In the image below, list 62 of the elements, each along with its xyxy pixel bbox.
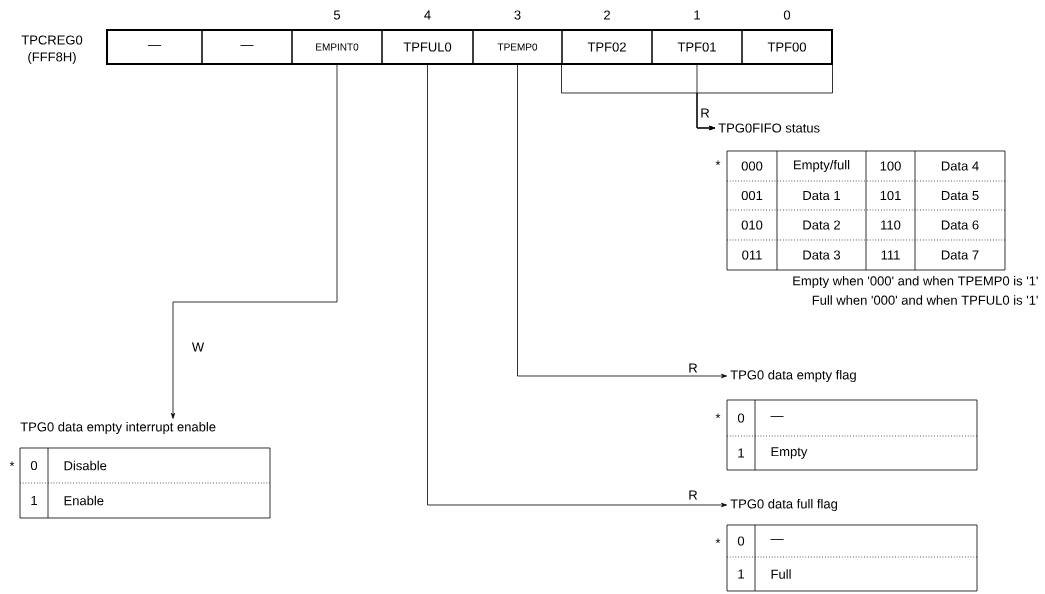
register-name: TPCREG0	[21, 35, 83, 45]
table-cell: Enable	[64, 495, 104, 506]
table-cell: 000	[741, 161, 763, 171]
table-cell: 011	[742, 250, 762, 260]
arrow	[427, 64, 728, 508]
default-mark: *	[715, 160, 721, 166]
register-cell: EMPINT0	[291, 29, 383, 65]
bit-number: 1	[694, 10, 700, 20]
arrow	[170, 64, 338, 419]
node-label: —	[148, 45, 162, 46]
register-cell: TPF02	[561, 29, 653, 65]
table-cell: Data 1	[803, 190, 840, 201]
table-cell: Empty	[771, 447, 808, 459]
table-cell: 1	[738, 448, 744, 458]
register-cell: TPF00	[741, 29, 833, 65]
table-heading: TPG0FIFO status	[718, 123, 820, 133]
default-mark: *	[715, 538, 721, 544]
default-mark: *	[9, 461, 15, 467]
table-cell: 1	[31, 496, 37, 505]
edge-label: R	[687, 362, 699, 374]
note-text: Full when '000' and when TPFUL0 is '1'	[812, 295, 1038, 305]
table-cell: Empty/full	[794, 159, 850, 173]
edge-label: W	[190, 341, 206, 353]
table-cell: 101	[880, 190, 901, 201]
edge-label: R	[699, 107, 711, 119]
table-heading: TPG0 data empty interrupt enable	[20, 421, 216, 435]
table-cell: 111	[881, 250, 900, 260]
register-cell: TPFUL0	[381, 29, 474, 65]
table-cell: 1	[738, 569, 744, 579]
table-cell: —	[770, 416, 784, 417]
table-heading: TPG0 data empty flag	[730, 369, 856, 383]
table-cell: —	[770, 539, 784, 540]
table-cell: 100	[880, 161, 901, 171]
table-heading: TPG0 data full flag	[730, 498, 837, 512]
bit-number: 0	[783, 10, 791, 20]
table-cell: Data 6	[941, 220, 979, 230]
table-cell: Data 3	[803, 250, 841, 260]
table-cell: 010	[741, 220, 763, 230]
table-cell: 001	[741, 190, 763, 201]
arrow	[696, 64, 833, 131]
note-text: Empty when '000' and when TPEMP0 is '1'	[793, 275, 1038, 289]
bit-number: 4	[424, 10, 431, 20]
table-cell: 0	[30, 460, 38, 471]
register-address: (FFF8H)	[28, 51, 76, 65]
table-cell: Full	[771, 569, 791, 579]
table-cell: 110	[881, 220, 901, 230]
table-cell: Data 5	[941, 190, 979, 201]
table-cell: Disable	[64, 460, 107, 471]
register-cell: TPEMP0	[472, 29, 563, 65]
table-cell: Data 7	[941, 250, 979, 260]
default-mark: *	[715, 413, 721, 419]
arrow	[517, 64, 728, 379]
register-cell: —	[201, 29, 293, 65]
bit-number: 3	[514, 10, 521, 20]
register-cell: TPF01	[651, 29, 743, 65]
table-cell: Data 2	[803, 220, 840, 230]
bit-number: 2	[604, 10, 610, 20]
bit-number: 5	[333, 10, 341, 20]
table-cell: 0	[737, 413, 745, 423]
edge-label: R	[687, 489, 699, 501]
table-cell: 0	[737, 536, 745, 546]
table-cell: Data 4	[941, 161, 979, 171]
